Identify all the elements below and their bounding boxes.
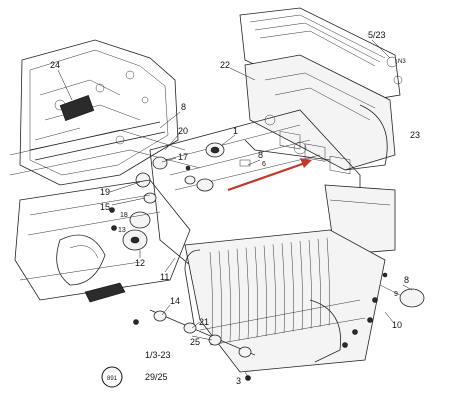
callout-17: 17 <box>178 152 188 162</box>
highlight-arrow <box>227 160 309 192</box>
callout-labels: 24 5/23 22 N3 8 20 1 23 17 8 19 15 18 13… <box>50 30 420 386</box>
callout-11: 11 <box>160 272 169 282</box>
callout-29-25: 29/25 <box>145 372 168 382</box>
rib-line <box>299 240 303 331</box>
rib-line <box>317 238 321 328</box>
callout-10: 10 <box>392 320 402 330</box>
badge-text: 891 <box>107 376 118 382</box>
rib-line <box>263 245 267 337</box>
rib-line <box>236 248 240 341</box>
callout-18: 18 <box>120 212 128 219</box>
rib-line <box>254 246 258 338</box>
rib-line <box>290 242 294 332</box>
callout-8-right: 8 <box>404 275 409 285</box>
roller-shaft <box>149 309 256 358</box>
callout-15: 15 <box>100 202 110 212</box>
callout-6: 6 <box>262 161 266 168</box>
roller-parts <box>115 135 251 251</box>
callout-22: 22 <box>220 60 230 70</box>
rib-line <box>272 244 276 335</box>
rib-line <box>326 237 330 326</box>
callout-5-23: 5/23 <box>368 30 386 40</box>
rib-line <box>218 250 222 344</box>
callout-19: 19 <box>100 187 110 197</box>
rib-line <box>245 247 249 340</box>
right-small-parts <box>342 272 425 348</box>
leader-lines <box>57 39 413 381</box>
callout-3: 3 <box>236 376 241 386</box>
callout-21: 21 <box>199 317 209 327</box>
callout-23-right: 23 <box>410 130 420 140</box>
latch-bracket <box>59 94 95 122</box>
callout-1-3-23: 1/3-23 <box>145 350 171 360</box>
callout-13: 13 <box>118 227 126 234</box>
lower-fuser-body <box>184 229 386 373</box>
reference-badge: 891 <box>101 366 123 388</box>
rib-line <box>227 249 231 343</box>
callout-n3: N3 <box>398 59 406 65</box>
callout-14: 14 <box>170 296 180 306</box>
callout-24: 24 <box>50 60 60 70</box>
left-frame-assembly <box>9 39 201 186</box>
rib-line <box>308 239 312 329</box>
highlight-arrowhead <box>300 158 312 168</box>
callout-1: 1 <box>233 126 238 136</box>
callout-12: 12 <box>135 258 145 268</box>
callout-20: 20 <box>178 126 188 136</box>
callout-8-mid: 8 <box>258 150 263 160</box>
lower-left-guide <box>14 179 191 303</box>
callout-8-top: 8 <box>181 102 186 112</box>
rib-line <box>281 243 285 334</box>
pad-part <box>84 282 126 303</box>
callout-9: 9 <box>394 291 398 298</box>
callout-25: 25 <box>190 337 200 347</box>
upper-cover-assembly <box>239 7 403 175</box>
